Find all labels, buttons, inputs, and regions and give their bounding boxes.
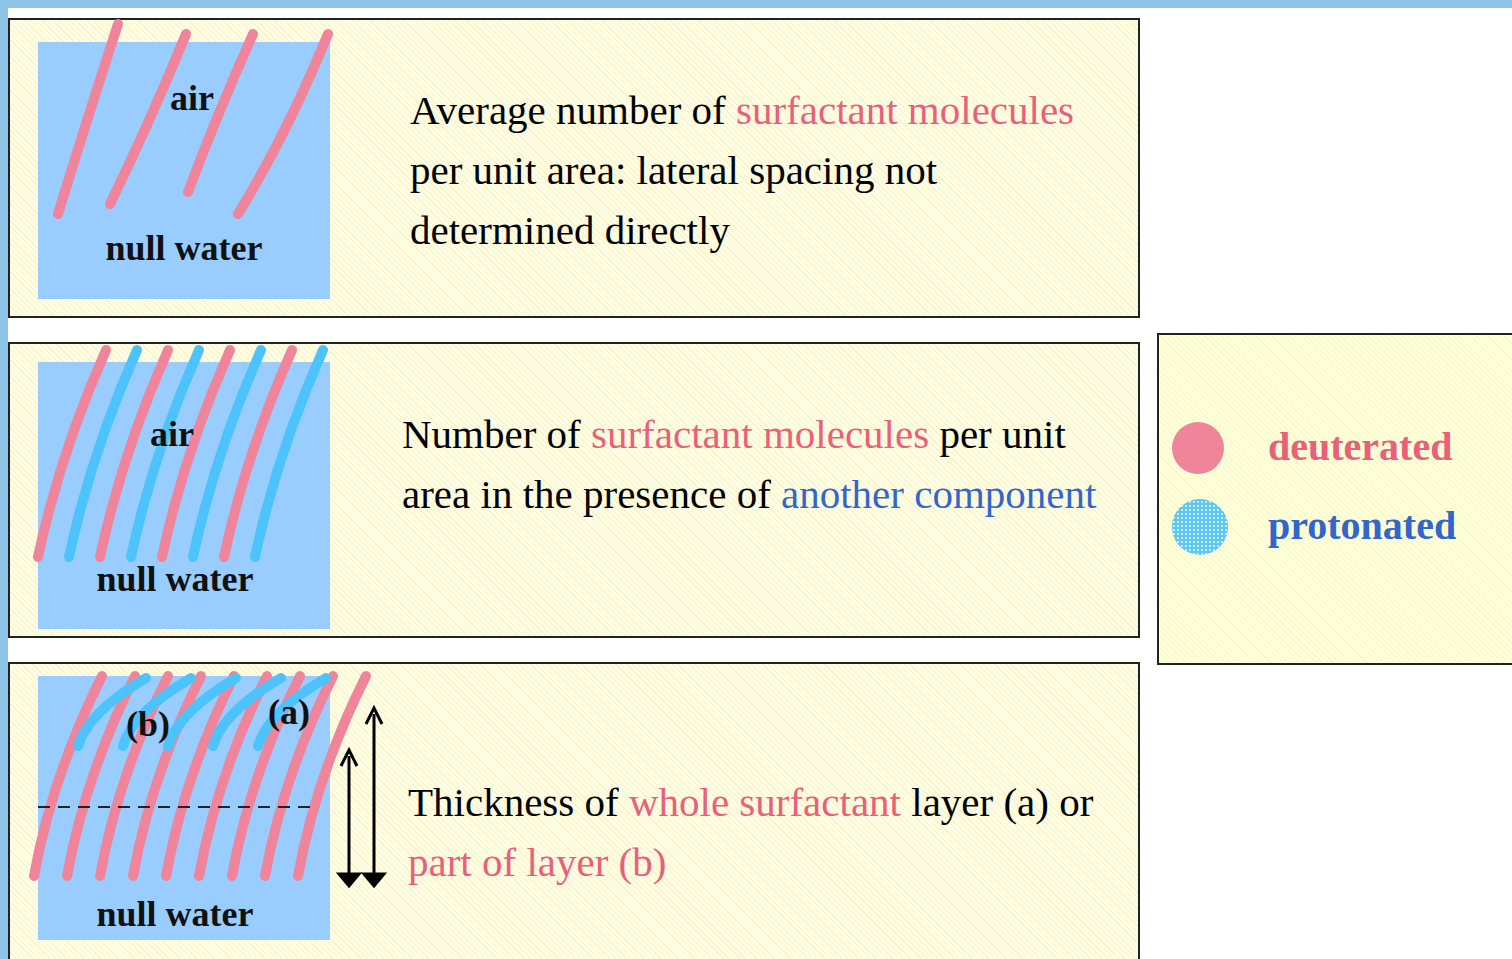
- arrow-part: [348, 756, 351, 880]
- arrow-part: [364, 874, 384, 886]
- description-run: Thickness of: [408, 779, 619, 825]
- interface-illustration: (b) (a) null water: [38, 676, 330, 940]
- description-panel: Number of surfactant molecules per unit …: [8, 342, 1140, 638]
- arrow-part: [373, 714, 376, 880]
- description-run: part of layer (b): [408, 839, 666, 885]
- description-panel: Thickness of whole surfactant layer (a) …: [8, 662, 1140, 959]
- region-label: air: [170, 78, 214, 118]
- description-text: Thickness of whole surfactant layer (a) …: [408, 772, 1128, 892]
- description-run: whole surfactant: [629, 779, 901, 825]
- region-label: (a): [268, 692, 310, 732]
- border-strip: [0, 0, 8, 959]
- description-run: surfactant molecules: [591, 411, 929, 457]
- region-label: air: [150, 414, 194, 454]
- surfactant-chain: [110, 34, 186, 204]
- arrow-part: [366, 708, 382, 724]
- region-label: (b): [126, 704, 170, 744]
- legend-label: protonated: [1268, 503, 1456, 549]
- description-run: Average number of: [410, 87, 726, 133]
- legend-label: deuterated: [1268, 424, 1452, 470]
- arrow-part: [341, 750, 357, 766]
- interface-illustration: air null water: [38, 42, 330, 299]
- surfactant-chain: [238, 34, 328, 214]
- region-label: null water: [106, 228, 263, 268]
- legend-swatch: [1172, 499, 1228, 555]
- legend-swatch: [1172, 422, 1224, 474]
- description-run: Number of: [402, 411, 581, 457]
- layer-divider: [38, 806, 314, 808]
- description-run: another component: [781, 471, 1096, 517]
- description-panel: Average number of surfactant molecules p…: [8, 18, 1140, 318]
- surfactant-chain: [258, 678, 326, 746]
- legend-box: [1157, 333, 1512, 665]
- description-text: Average number of surfactant molecules p…: [410, 80, 1110, 260]
- interface-illustration: air null water: [38, 362, 330, 629]
- surfactant-chain: [255, 350, 323, 557]
- description-run: layer (a) or: [911, 779, 1093, 825]
- region-label: null water: [97, 894, 254, 934]
- arrow-part: [339, 874, 359, 886]
- description-run: per unit area: lateral spacing not deter…: [410, 147, 937, 253]
- region-label: null water: [97, 559, 254, 599]
- description-text: Number of surfactant molecules per unit …: [402, 404, 1122, 524]
- border-strip: [0, 0, 1512, 8]
- surfactant-chain: [168, 678, 236, 746]
- surfactant-chain: [58, 24, 118, 214]
- description-run: surfactant molecules: [736, 87, 1074, 133]
- swatch-texture: [1172, 499, 1228, 555]
- surfactant-chain: [123, 678, 191, 746]
